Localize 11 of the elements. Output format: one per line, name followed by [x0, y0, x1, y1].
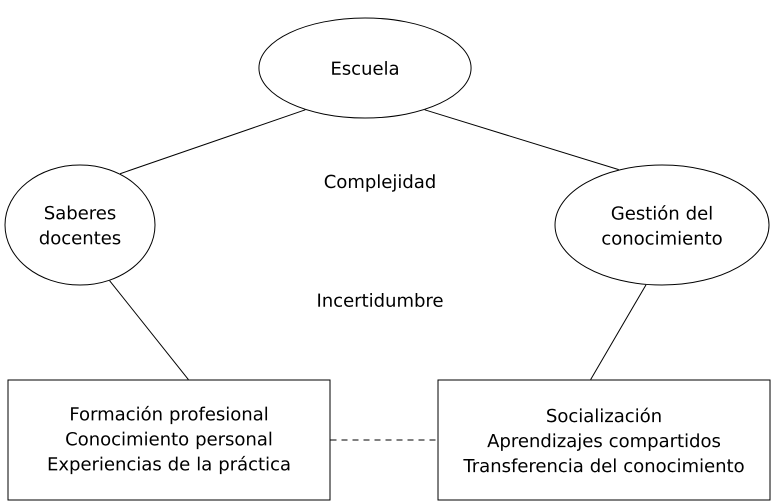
- ellipse-node: Saberes docentes: [4, 164, 156, 286]
- ellipse-node: Escuela: [258, 18, 472, 118]
- connector-line: [109, 280, 189, 380]
- ellipse-node: Gestión del conocimiento: [554, 164, 770, 286]
- text-box: Formación profesional Conocimiento personal Experiencias de la práctica: [8, 380, 330, 500]
- connector-line: [120, 109, 306, 174]
- connector-line: [590, 284, 646, 380]
- concept-label: Complejidad: [324, 174, 435, 192]
- concept-label: Incertidumbre: [318, 293, 443, 307]
- connector-line: [424, 109, 620, 170]
- text-box: Socialización Aprendizajes compartidos Transferencia del conocimiento: [438, 380, 770, 500]
